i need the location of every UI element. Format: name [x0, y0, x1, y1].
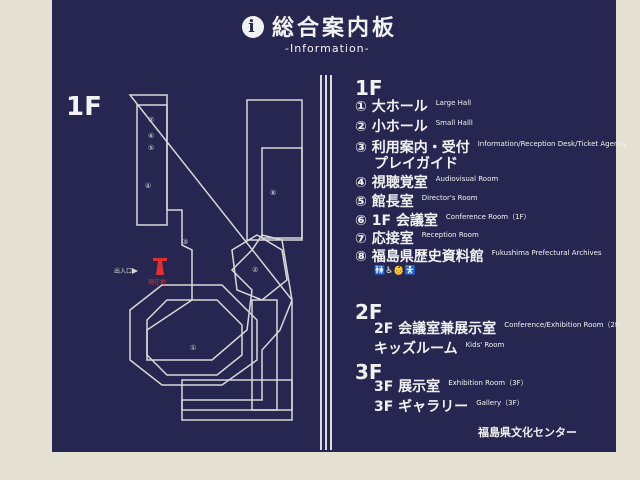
room-numbers: ⑦ ⑥ ⑤ ④ ⑧ ② ① ③ 出入口	[114, 116, 276, 352]
title-text: 総合案内板	[272, 16, 398, 41]
map-walls	[128, 94, 303, 421]
divider-line	[320, 75, 322, 450]
room-4: ④	[145, 182, 151, 190]
current-location-label: 現在地	[148, 278, 166, 286]
facility-icons: 🚻♿👶🚼	[374, 266, 416, 276]
info-icon: i	[242, 16, 264, 38]
divider-line	[330, 75, 332, 450]
information-board: i 総合案内板 -Information- ⑦ ⑥ ⑤ ④ ⑧ ② ① ③ 出入口…	[52, 0, 626, 452]
room-1: ①	[190, 344, 196, 352]
room-6: ⑥	[148, 132, 154, 140]
floor-heading-3f: 3F	[355, 360, 383, 384]
entrance-label: 出入口	[114, 267, 132, 275]
room-2: ②	[252, 266, 258, 274]
room-7: ⑦	[148, 116, 154, 124]
floor-map: ⑦ ⑥ ⑤ ④ ⑧ ② ① ③ 出入口 現在地	[114, 94, 303, 421]
map-floor-text: 1F	[66, 92, 102, 122]
board-subtitle: -Information-	[285, 42, 370, 55]
footer-organization: 福島県文化センター	[478, 426, 577, 439]
floor-heading-2f: 2F	[355, 300, 383, 324]
room-3: ③	[182, 238, 188, 246]
directory-item-sub: プレイガイド	[374, 156, 458, 172]
room-5: ⑤	[148, 144, 154, 152]
map-floor-label: 1F	[66, 92, 102, 122]
current-location-marker: 現在地	[148, 258, 167, 286]
divider-line	[325, 75, 327, 450]
entrance-arrow-icon	[132, 268, 138, 274]
board-title: i 総合案内板	[242, 10, 397, 42]
floor-heading-1f: 1F	[355, 76, 383, 100]
location-pin-icon	[156, 261, 164, 275]
room-8: ⑧	[270, 189, 276, 197]
